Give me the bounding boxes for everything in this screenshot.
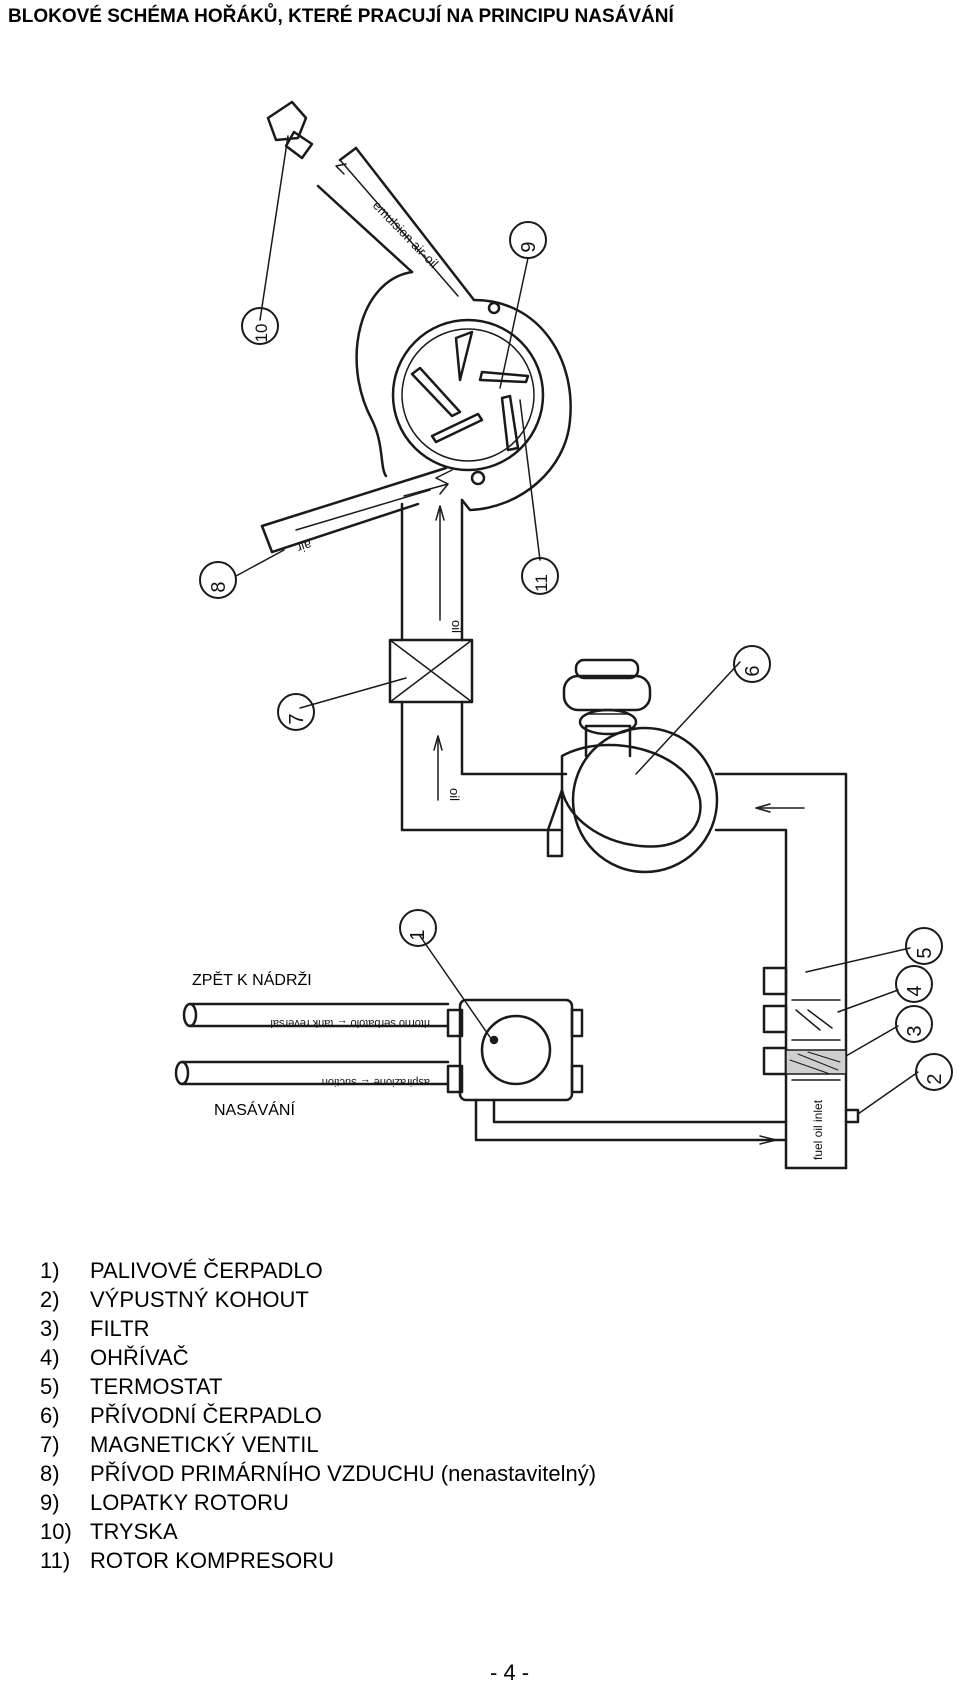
legend-label: PŘÍVOD PRIMÁRNÍHO VZDUCHU (nenastaviteln… [90,1461,597,1486]
callout-8: 8 [208,581,230,592]
legend-number: 9) [40,1490,60,1515]
burner-schematic: 1 2 3 4 5 6 7 8 9 10 11 emulsion air-oil… [174,100,953,1170]
magnetic-valve [388,638,474,704]
oil-pump [446,998,584,1102]
return-to-tank-label: ZPĚT K NÁDRŽI [192,972,312,989]
legend-number: 4) [40,1345,60,1370]
callout-circles [199,221,953,1091]
legend-number: 10) [40,1519,72,1544]
legend-label: OHŘÍVAČ [90,1345,189,1370]
callout-10: 10 [252,324,271,343]
valve-to-pump-pipe [400,700,568,832]
legend-label: VÝPUSTNÝ KOHOUT [90,1287,309,1312]
callout-1: 1 [407,929,429,940]
suction-line-label: aspirazione ← suction [322,1076,430,1088]
legend-item: 4) OHŘÍVAČ [40,1343,596,1372]
legend-item: 9) LOPATKY ROTORU [40,1488,596,1517]
legend-item: 6) PŘÍVODNÍ ČERPADLO [40,1401,596,1430]
page-number: - 4 - [490,1660,530,1685]
legend-number: 3) [40,1316,60,1341]
emulsion-label: emulsion air-oil [370,198,442,271]
legend-number: 8) [40,1461,60,1486]
oil-label-upper: oil [449,620,464,633]
legend-label: TRYSKA [90,1519,178,1544]
legend-item: 7) MAGNETICKÝ VENTIL [40,1430,596,1459]
callout-6: 6 [742,665,764,676]
legend-number: 1) [40,1258,60,1283]
oil-label-lower: oil [447,788,462,801]
feed-return-pipe [714,772,848,1170]
legend-label: PALIVOVÉ ČERPADLO [90,1258,323,1283]
legend-item: 2) VÝPUSTNÝ KOHOUT [40,1285,596,1314]
fuel-inlet-label: fuel oil inlet [811,1099,825,1160]
legend-number: 11) [40,1548,71,1573]
page-title: BLOKOVÉ SCHÉMA HOŘÁKŮ, KTERÉ PRACUJÍ NA … [8,6,674,27]
feed-pump [546,658,719,874]
legend-number: 6) [40,1403,60,1428]
legend-label: MAGNETICKÝ VENTIL [90,1432,319,1457]
legend-label: PŘÍVODNÍ ČERPADLO [90,1403,322,1428]
emulsion-pipe [316,146,476,302]
legend-label: ROTOR KOMPRESORU [90,1548,335,1573]
legend-item: 3) FILTR [40,1314,596,1343]
leader-lines [235,135,919,1115]
legend-label: TERMOSTAT [90,1374,223,1399]
callout-2: 2 [924,1073,946,1084]
flow-arrows [335,163,453,497]
legend-item: 11) ROTOR KOMPRESORU [40,1546,596,1575]
nozzle-shape [266,100,314,160]
callout-7: 7 [286,713,308,724]
compressor-body [355,270,572,512]
callout-3: 3 [904,1025,926,1036]
suction-label: NASÁVÁNÍ [214,1102,295,1119]
legend-item: 1) PALIVOVÉ ČERPADLO [40,1256,596,1285]
callout-11: 11 [532,574,551,592]
air-intake-pipe [260,466,448,554]
air-label: air [295,537,314,556]
oil-riser-pipe [400,498,464,642]
tank-reversal-label: ritorno serbatoio ← tank reversal [270,1017,430,1029]
callout-9: 9 [518,241,540,252]
legend-number: 7) [40,1432,60,1457]
callout-4: 4 [904,985,926,996]
tank-lines [174,1002,788,1145]
legend-list: 1) PALIVOVÉ ČERPADLO 2) VÝPUSTNÝ KOHOUT 3)… [40,1256,596,1575]
legend-item: 5) TERMOSTAT [40,1372,596,1401]
legend-label: FILTR [90,1316,150,1341]
legend-number: 2) [40,1287,60,1312]
inline-fittings [762,966,860,1124]
legend-item: 10) TRYSKA [40,1517,596,1546]
legend-number: 5) [40,1374,60,1399]
legend-item: 8) PŘÍVOD PRIMÁRNÍHO VZDUCHU (nenastavite… [40,1459,596,1488]
callout-5: 5 [914,947,936,958]
legend-label: LOPATKY ROTORU [90,1490,289,1515]
